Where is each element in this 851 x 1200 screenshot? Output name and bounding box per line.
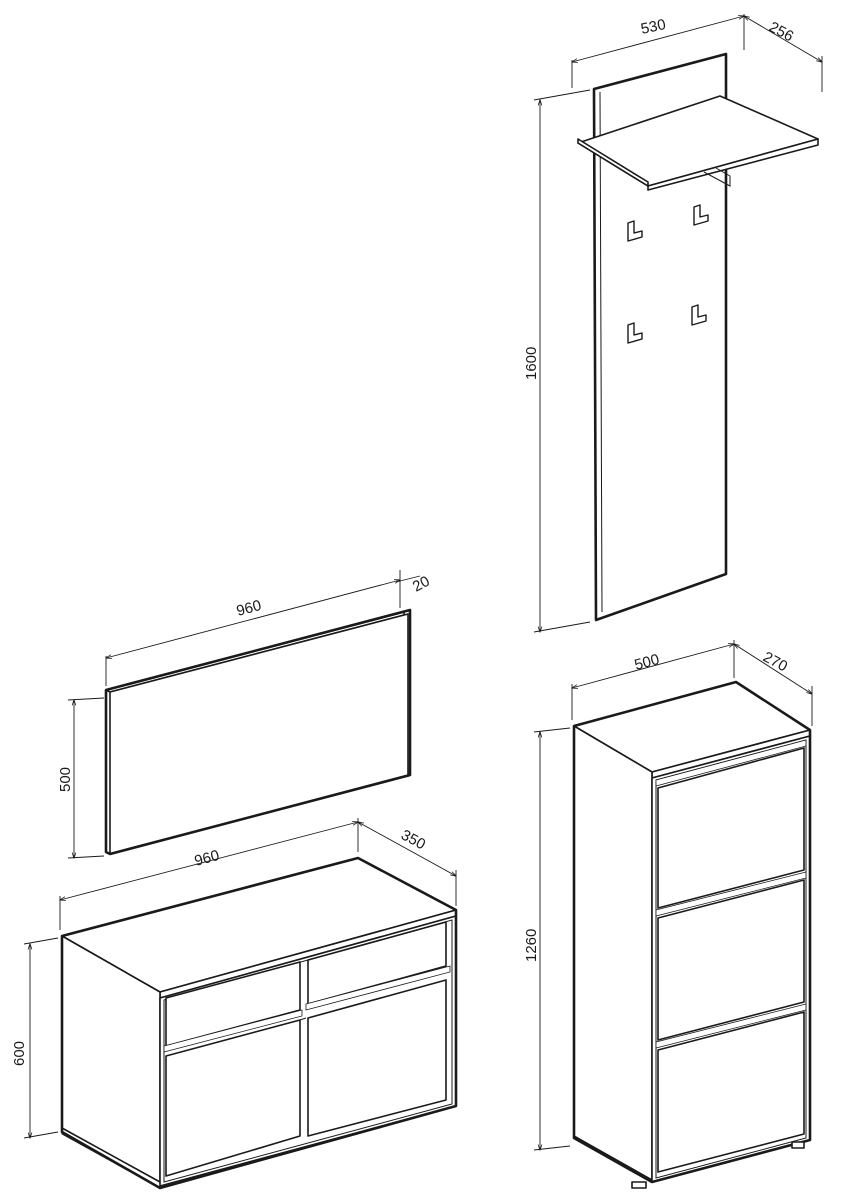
coat-panel <box>577 52 819 622</box>
coat-hook-1 <box>627 220 643 242</box>
panel-depth-dimension: 256 <box>744 16 822 92</box>
coat-hook-3 <box>627 322 643 344</box>
coat-hook-2 <box>693 204 709 226</box>
mirror-height-dimension: 500 <box>57 697 105 858</box>
sideboard-door-left <box>165 1019 301 1177</box>
cabinet-depth-label: 270 <box>760 649 790 676</box>
mirror-width-dimension: 960 <box>106 570 400 686</box>
panel-depth-label: 256 <box>766 19 796 46</box>
mirror-width-label: 960 <box>235 597 264 620</box>
cabinet-flap-2 <box>657 879 805 1041</box>
sideboard-width-label: 960 <box>193 847 222 870</box>
cabinet-flap-1 <box>657 747 805 909</box>
sideboard <box>60 856 458 1190</box>
sideboard-drawer-right <box>307 921 447 1005</box>
sideboard-drawer-left <box>165 961 301 1047</box>
panel-height-dimension: 1600 <box>523 89 591 632</box>
sideboard-width-dimension: 960 <box>60 818 358 930</box>
tall-cabinet <box>572 680 812 1189</box>
panel-height-label: 1600 <box>523 347 540 380</box>
cabinet-flap-3 <box>657 1011 805 1173</box>
sideboard-height-dimension: 600 <box>11 937 59 1138</box>
cabinet-height-label: 1260 <box>523 929 540 962</box>
sideboard-depth-label: 350 <box>398 827 428 854</box>
cabinet-height-dimension: 1260 <box>523 727 571 1150</box>
mirror <box>104 608 412 856</box>
panel-width-label: 530 <box>639 16 667 38</box>
mirror-depth-dimension: 20 <box>395 573 433 596</box>
mirror-depth-label: 20 <box>410 573 433 596</box>
mirror-height-label: 500 <box>57 767 74 792</box>
sideboard-height-label: 600 <box>11 1041 28 1066</box>
coat-hook-4 <box>691 304 707 326</box>
cabinet-width-label: 500 <box>633 651 662 674</box>
sideboard-door-right <box>307 979 447 1137</box>
